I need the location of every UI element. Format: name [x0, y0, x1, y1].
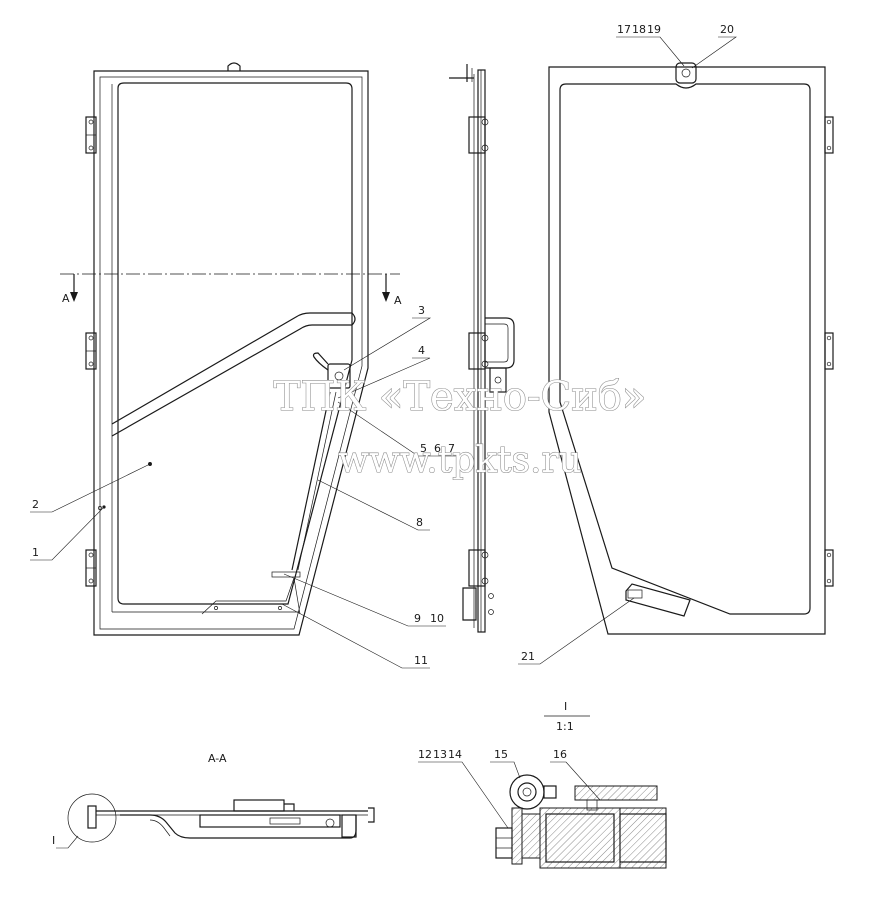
callout-9: 9 — [414, 612, 421, 625]
callout-20: 20 — [720, 23, 734, 36]
callout-3: 3 — [418, 304, 425, 317]
callout-5: 5 — [420, 442, 427, 455]
callout-11: 11 — [414, 654, 428, 667]
hinge-bottom — [85, 549, 97, 587]
watermark-url: www.tpkts.ru — [338, 440, 582, 481]
callout-17: 17 — [617, 23, 631, 36]
detail-reference-label: I — [52, 834, 55, 847]
callout-19: 19 — [647, 23, 661, 36]
section-view-title: A-A — [208, 752, 227, 765]
watermark-company: ТПК «Техно-Сиб» — [274, 374, 647, 420]
callout-8: 8 — [416, 516, 423, 529]
detail-title: I — [564, 700, 567, 713]
callout-6: 6 — [434, 442, 441, 455]
callout-4: 4 — [418, 344, 425, 357]
detail-i-view — [495, 715, 667, 869]
callout-16: 16 — [553, 748, 567, 761]
door-front-view — [60, 62, 400, 636]
section-cut-label-right: A — [394, 294, 402, 307]
callout-13: 13 — [433, 748, 447, 761]
callout-14: 14 — [448, 748, 462, 761]
callout-21: 21 — [521, 650, 535, 663]
section-a-a-view — [67, 793, 375, 843]
callout-7: 7 — [448, 442, 455, 455]
callout-leaders — [30, 36, 737, 849]
callout-12: 12 — [418, 748, 432, 761]
watermark: ТПК «Техно-Сиб» www.tpkts.ru — [273, 373, 647, 481]
callout-18: 18 — [632, 23, 646, 36]
door-side-view — [449, 64, 515, 633]
detail-scale: 1:1 — [556, 720, 574, 733]
callout-1: 1 — [32, 546, 39, 559]
callout-15: 15 — [494, 748, 508, 761]
hinge-middle — [85, 332, 97, 370]
hinge-top — [85, 116, 97, 154]
callout-10: 10 — [430, 612, 444, 625]
section-cut-label-left: A — [62, 292, 70, 305]
door-back-view — [548, 62, 834, 635]
callout-2: 2 — [32, 498, 39, 511]
callout-labels: 1 2 3 4 5 6 7 8 9 10 11 12 13 14 15 16 1… — [32, 23, 734, 847]
